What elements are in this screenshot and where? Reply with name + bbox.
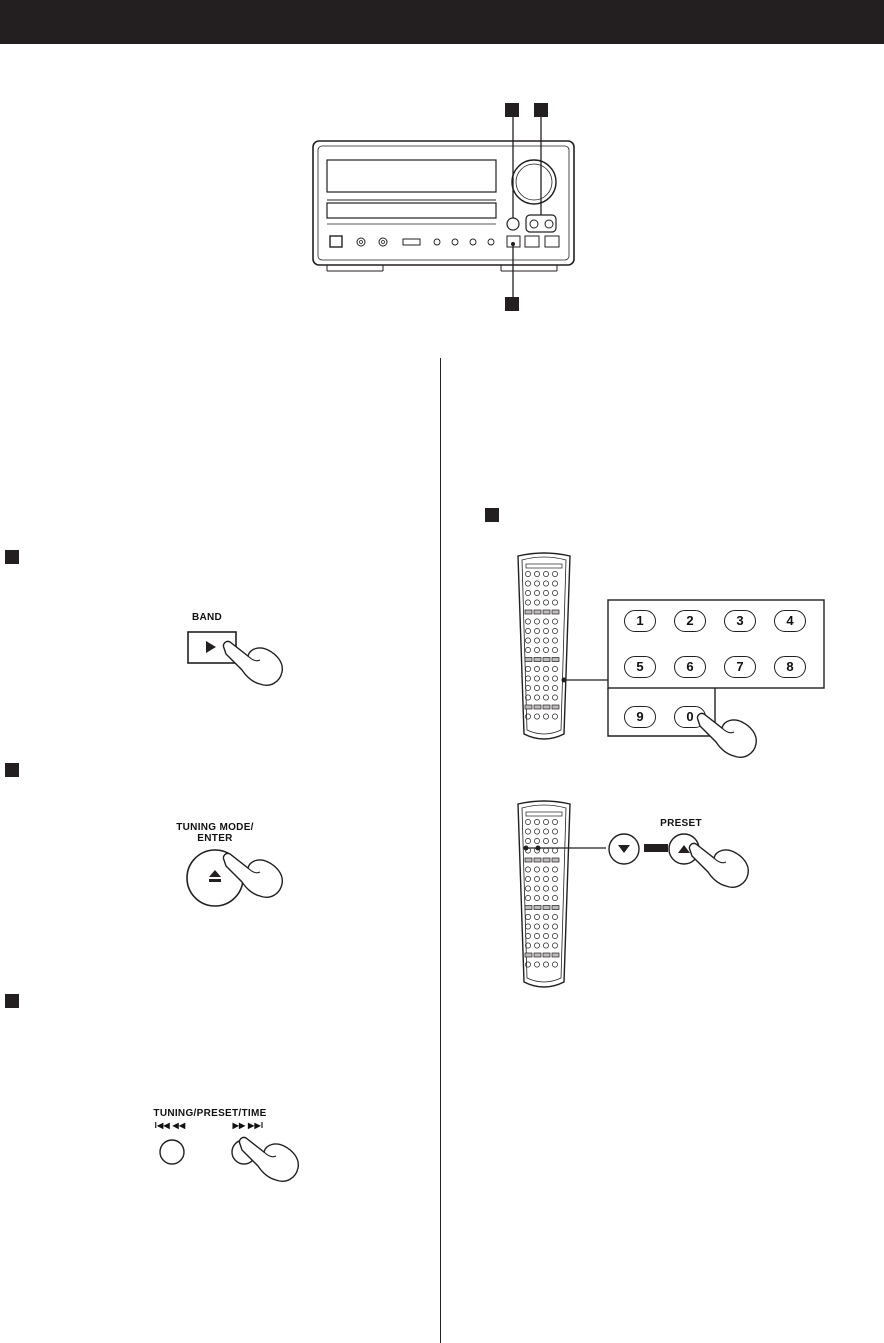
step-marker-left-1 [5,550,19,564]
numeric-key-6[interactable]: 6 [674,656,706,678]
step-marker-device-bottom [505,297,519,311]
header-bar [0,0,884,44]
step-marker-device-top-b [534,103,548,117]
numeric-key-9[interactable]: 9 [624,706,656,728]
column-divider [440,358,441,1343]
step-marker-device-top-a [505,103,519,117]
step-marker-right-1 [485,508,499,522]
pointing-hand-icon [696,712,757,758]
step-marker-left-2 [5,763,19,777]
preset-down-button[interactable] [606,832,646,872]
numeric-key-0[interactable]: 0 [674,706,706,728]
triangle-down-icon [618,845,630,853]
tuning-mode-label-line1: TUNING MODE/ [176,822,254,833]
remote-control-illustration [517,552,571,740]
numeric-key-1[interactable]: 1 [624,610,656,632]
cd-receiver-front-panel-illustration [312,117,575,298]
tuning-mode-label-line2: ENTER [197,833,233,844]
numeric-key-4[interactable]: 4 [774,610,806,632]
preset-connector [523,844,668,852]
pointing-hand-icon [688,842,749,888]
tuning-back-button[interactable] [152,1132,192,1172]
numeric-key-3[interactable]: 3 [724,610,756,632]
numeric-keypad-panel [561,599,825,737]
play-icon [206,641,216,653]
numeric-key-5[interactable]: 5 [624,656,656,678]
tuning-preset-time-label: TUNING/PRESET/TIME [153,1108,267,1119]
pointing-hand-icon [222,852,283,898]
step-marker-left-3 [5,994,19,1008]
remote-control-illustration [517,800,571,988]
band-button-label: BAND [191,612,223,623]
skip-forward-symbols: ▶▶ ▶▶I [232,1121,264,1130]
eject-icon [209,870,221,882]
numeric-key-8[interactable]: 8 [774,656,806,678]
pointing-hand-icon [238,1136,299,1182]
pointing-hand-icon [222,640,283,686]
skip-back-symbols: I◀◀ ◀◀ [154,1121,186,1130]
numeric-key-7[interactable]: 7 [724,656,756,678]
preset-label: PRESET [660,818,702,829]
triangle-up-icon [678,845,690,853]
numeric-key-2[interactable]: 2 [674,610,706,632]
